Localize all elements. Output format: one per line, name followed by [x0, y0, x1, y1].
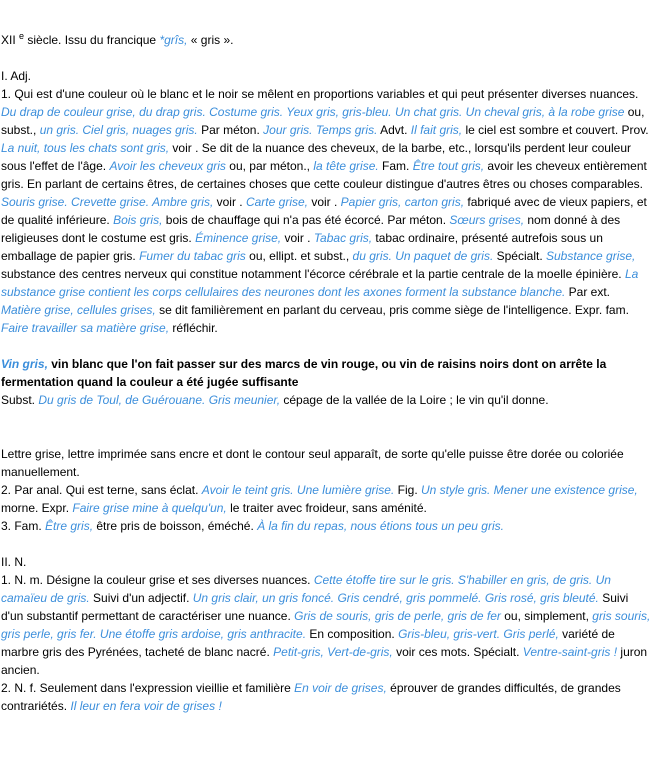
- definition-text: Advt.: [377, 123, 411, 137]
- example-text: gris souris, gris perle, gris fer. Une é…: [1, 609, 651, 641]
- definition-text: Fam.: [378, 159, 413, 173]
- example-text: Gris-bleu, gris-vert. Gris perlé,: [398, 627, 559, 641]
- example-text: Carte grise,: [245, 195, 308, 209]
- definition-text: le ciel est sombre et couvert. Prov.: [462, 123, 649, 137]
- example-text: Il fait gris,: [410, 123, 463, 137]
- example-text: la tête grise.: [313, 159, 379, 173]
- example-text: Petit-gris, Vert-de-gris,: [273, 645, 393, 659]
- example-text: Souris grise. Crevette grise. Ambre gris…: [1, 195, 214, 209]
- definition-text: cépage de la vallée de la Loire ; le vin…: [280, 393, 549, 407]
- example-text: Éminence grise,: [195, 231, 282, 245]
- example-text: Un style gris. Mener une existence grise…: [420, 483, 638, 497]
- example-text: Vin gris,: [1, 357, 48, 371]
- example-text: Jour gris. Temps gris.: [263, 123, 378, 137]
- example-text: Fumer du tabac gris: [139, 249, 246, 263]
- definition-text: vin blanc que l'on fait passer sur des m…: [1, 357, 607, 389]
- example-text: Il leur en fera voir de grises !: [70, 699, 222, 713]
- example-text: Bois gris,: [113, 213, 163, 227]
- definition-text: Lettre grise, lettre imprimée sans encre…: [1, 447, 624, 479]
- example-text: Papier gris, carton gris,: [340, 195, 465, 209]
- definition-text: Fig.: [394, 483, 421, 497]
- definition-text: substance des centres nerveux qui consti…: [1, 267, 625, 281]
- example-text: Avoir le teint gris. Une lumière grise.: [201, 483, 395, 497]
- definition-text: voir ces mots. Spécialt.: [392, 645, 523, 659]
- definition-text: 1. N. m. Désigne la couleur grise et ses…: [1, 573, 314, 587]
- definition-text: bois de chauffage qui n'a pas été écorcé…: [162, 213, 450, 227]
- definition-text: éprouver de grandes difficultés, de gran…: [1, 681, 621, 713]
- definition-text: 3. Fam.: [1, 519, 46, 533]
- definition-text: voir .: [308, 195, 341, 209]
- sense-1: 1. Qui est d'une couleur où le blanc et …: [1, 85, 651, 337]
- example-text: Cette étoffe tire sur le gris. S'habille…: [1, 573, 611, 605]
- definition-text: être pris de boisson, éméché.: [93, 519, 258, 533]
- example-text: un gris. Ciel gris, nuages gris.: [39, 123, 198, 137]
- definition-text: tabac ordinaire, présenté autrefois sous…: [1, 231, 603, 263]
- definition-text: En composition.: [306, 627, 399, 641]
- noun-sense-1: 1. N. m. Désigne la couleur grise et ses…: [1, 571, 651, 679]
- definition-text: ou, simplement,: [500, 609, 593, 623]
- definition-text: 2. N. f. Seulement dans l'expression vie…: [1, 681, 295, 695]
- example-text: Faire travailler sa matière grise,: [1, 321, 170, 335]
- sense-3: 3. Fam. Être gris, être pris de boisson,…: [1, 517, 651, 535]
- sense-2: 2. Par anal. Qui est terne, sans éclat. …: [1, 481, 651, 517]
- definition-text: voir .: [281, 231, 314, 245]
- definition-text: morne. Expr.: [1, 501, 73, 515]
- definition-text: XII: [1, 33, 20, 47]
- definition-text: Suivi d'un adjectif.: [89, 591, 193, 605]
- noun-sense-2: 2. N. f. Seulement dans l'expression vie…: [1, 679, 651, 715]
- lettre-grise-definition: Lettre grise, lettre imprimée sans encre…: [1, 445, 651, 481]
- definition-text: variété de marbre gris des Pyrénées, tac…: [1, 627, 615, 659]
- example-text: Substance grise,: [546, 249, 636, 263]
- definition-text: réfléchir.: [169, 321, 218, 335]
- vin-gris-definition: Vin gris, vin blanc que l'on fait passer…: [1, 355, 651, 391]
- definition-text: Par ext.: [565, 285, 611, 299]
- definition-text: Suivi d'un substantif permettant de cara…: [1, 591, 629, 623]
- definition-text: nom donné à des religieuses dont le cost…: [1, 213, 621, 245]
- definition-text: fabriqué avec de vieux papiers, et de qu…: [1, 195, 647, 227]
- definition-text: 2. Par anal. Qui est terne, sans éclat.: [1, 483, 202, 497]
- example-text: En voir de grises,: [294, 681, 387, 695]
- example-text: Être gris,: [45, 519, 94, 533]
- definition-text: ou, par méton.,: [225, 159, 314, 173]
- dictionary-entry: XII e siècle. Issu du francique *grîs, «…: [1, 31, 651, 715]
- definition-text: Subst.: [1, 393, 39, 407]
- definition-text: « gris ».: [187, 33, 234, 47]
- definition-text: se dit familièrement en parlant du cerve…: [155, 303, 629, 317]
- subst-definition: Subst. Du gris de Toul, de Guérouane. Gr…: [1, 391, 651, 409]
- example-text: Être tout gris,: [412, 159, 485, 173]
- definition-text: juron ancien.: [1, 645, 648, 677]
- definition-text: ou, subst.,: [1, 105, 645, 137]
- example-text: *grîs,: [159, 33, 188, 47]
- example-text: Sœurs grises,: [449, 213, 525, 227]
- section-title-noun: II. N.: [1, 555, 27, 569]
- example-text: Ventre-saint-gris !: [522, 645, 618, 659]
- example-text: Du drap de couleur grise, du drap gris. …: [1, 105, 625, 119]
- example-text: Un gris clair, un gris foncé. Gris cendr…: [192, 591, 599, 605]
- definition-text: voir . Se dit de la nuance des cheveux, …: [1, 141, 631, 173]
- example-text: Du gris de Toul, de Guérouane. Gris meun…: [38, 393, 281, 407]
- section-title-adj: I. Adj.: [1, 69, 32, 83]
- etymology: XII e siècle. Issu du francique *grîs, «…: [1, 31, 651, 49]
- example-text: Tabac gris,: [313, 231, 373, 245]
- example-text: du gris. Un paquet de gris.: [352, 249, 494, 263]
- example-text: Matière grise, cellules grises,: [1, 303, 156, 317]
- definition-text: le traiter avec froideur, sans aménité.: [226, 501, 427, 515]
- definition-text: Spécialt.: [493, 249, 546, 263]
- example-text: Gris de souris, gris de perle, gris de f…: [294, 609, 501, 623]
- definition-text: voir .: [213, 195, 246, 209]
- example-text: Faire grise mine à quelqu'un,: [72, 501, 227, 515]
- example-text: Avoir les cheveux gris: [109, 159, 226, 173]
- example-text: À la fin du repas, nous étions tous un p…: [257, 519, 504, 533]
- definition-text: ou, ellipt. et subst.,: [245, 249, 353, 263]
- definition-text: siècle. Issu du francique: [24, 33, 160, 47]
- example-text: La nuit, tous les chats sont gris,: [1, 141, 170, 155]
- definition-text: Par méton.: [197, 123, 264, 137]
- definition-text: e: [19, 31, 25, 41]
- definition-text: 1. Qui est d'une couleur où le blanc et …: [1, 87, 639, 101]
- definition-text: avoir les cheveux entièrement gris. En p…: [1, 159, 647, 191]
- example-text: La substance grise contient les corps ce…: [1, 267, 639, 299]
